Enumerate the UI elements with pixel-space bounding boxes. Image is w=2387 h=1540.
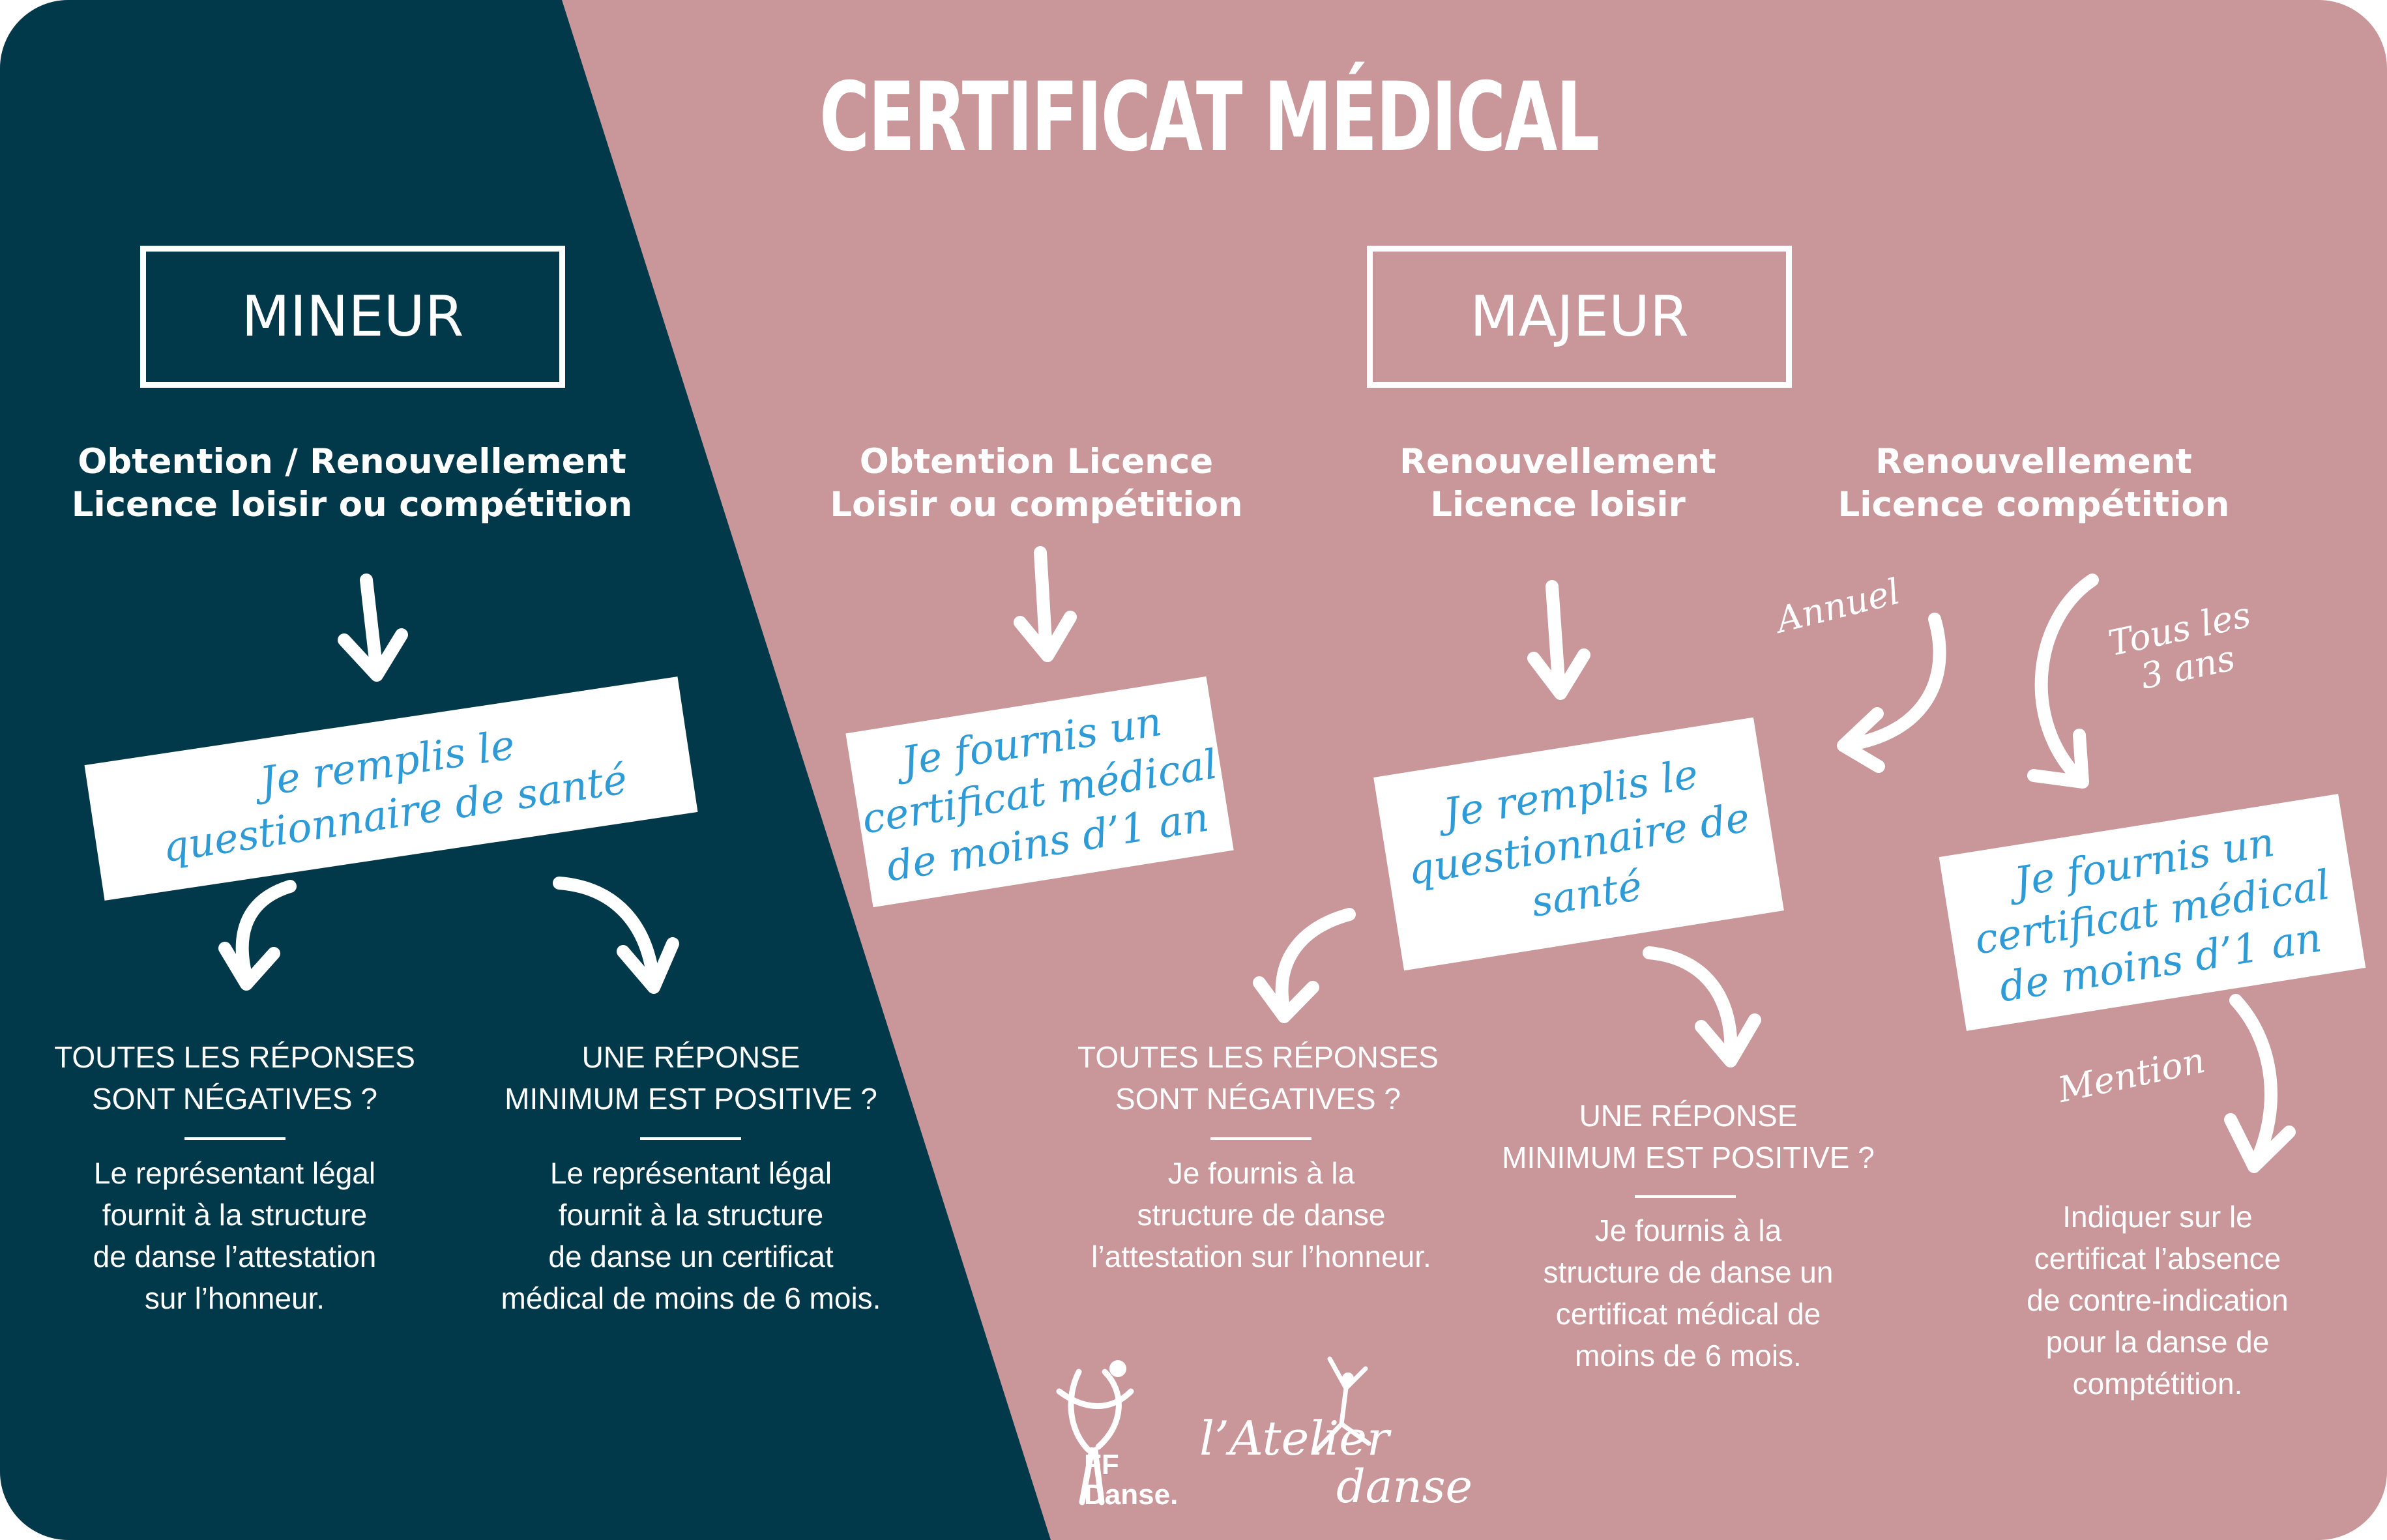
arrow-down-icon bbox=[1014, 546, 1077, 662]
mineur-a-negative-line2: fournit à la structure bbox=[102, 1198, 368, 1232]
majeur-header-label: MAJEUR bbox=[1470, 284, 1689, 349]
mention-text-line2: certificat l’absence bbox=[2034, 1242, 2281, 1275]
mineur-a-negative-line1: Le représentant légal bbox=[93, 1156, 376, 1190]
majeur-q-positive-line1: UNE RÉPONSE bbox=[1579, 1099, 1798, 1133]
ffdanse-logo-line2: Danse. bbox=[1084, 1479, 1179, 1511]
mineur-a-positive-line2: fournit à la structure bbox=[558, 1198, 824, 1232]
majeur-col3-heading-line1: Renouvellement bbox=[1875, 442, 2192, 482]
atelier-danse-logo: l’Atelier danse bbox=[1199, 1352, 1512, 1522]
curved-arrow-3ans-icon bbox=[2027, 574, 2099, 789]
mineur-a-positive-line3: de danse un certificat bbox=[548, 1240, 834, 1273]
mineur-q-positive: UNE RÉPONSE MINIMUM EST POSITIVE ? bbox=[463, 1036, 919, 1120]
mineur-q-negative: TOUTES LES RÉPONSES SONT NÉGATIVES ? bbox=[39, 1036, 430, 1120]
mineur-heading-line1: Obtention / Renouvellement bbox=[78, 442, 626, 482]
atelier-logo-suffix: danse bbox=[1336, 1460, 1472, 1513]
majeur-a-negative: Je fournis à la structure de danse l’att… bbox=[1043, 1152, 1480, 1277]
mineur-q-negative-line1: TOUTES LES RÉPONSES bbox=[54, 1040, 415, 1074]
mention-text-line5: comptétition. bbox=[2072, 1367, 2243, 1401]
mineur-a-negative-line4: sur l’honneur. bbox=[144, 1281, 325, 1315]
majeur-q-positive-line2: MINIMUM EST POSITIVE ? bbox=[1502, 1140, 1875, 1174]
page-title: CERTIFICAT MÉDICAL bbox=[819, 62, 1600, 173]
majeur-a-positive-line4: moins de 6 mois. bbox=[1575, 1339, 1802, 1373]
mention-text-line1: Indiquer sur le bbox=[2062, 1200, 2253, 1234]
mineur-q-positive-line1: UNE RÉPONSE bbox=[581, 1040, 800, 1074]
mention-text-line4: pour la danse de bbox=[2045, 1325, 2270, 1359]
majeur-col3-heading-line2: Licence compétition bbox=[1838, 485, 2230, 525]
mineur-a-positive-line4: médical de moins de 6 mois. bbox=[501, 1281, 881, 1315]
mineur-heading-line2: Licence loisir ou compétition bbox=[71, 485, 633, 525]
mineur-a-positive: Le représentant légal fournit à la struc… bbox=[463, 1152, 919, 1319]
majeur-col2-heading: Renouvellement Licence loisir bbox=[1297, 441, 1819, 527]
majeur-q-negative: TOUTES LES RÉPONSES SONT NÉGATIVES ? bbox=[1062, 1036, 1454, 1120]
majeur-q-negative-line2: SONT NÉGATIVES ? bbox=[1115, 1082, 1401, 1116]
mineur-a-positive-line1: Le représentant légal bbox=[549, 1156, 832, 1190]
majeur-a-positive-line2: structure de danse un bbox=[1543, 1255, 1834, 1289]
divider bbox=[184, 1137, 286, 1140]
majeur-col2-heading-line2: Licence loisir bbox=[1430, 485, 1686, 525]
majeur-col1-heading-line1: Obtention Licence bbox=[859, 442, 1214, 482]
divider bbox=[1210, 1137, 1311, 1140]
majeur-col3-heading: Renouvellement Licence compétition bbox=[1773, 441, 2294, 527]
mineur-q-negative-line2: SONT NÉGATIVES ? bbox=[92, 1082, 377, 1116]
majeur-col1-heading-line2: Loisir ou compétition bbox=[830, 485, 1243, 525]
dancer-figure-icon bbox=[1056, 1360, 1134, 1505]
majeur-a-positive: Je fournis à la structure de danse un ce… bbox=[1493, 1210, 1884, 1376]
ffdanse-logo-line1: FF bbox=[1084, 1449, 1119, 1481]
curved-arrow-left-icon bbox=[1253, 908, 1356, 1023]
arrow-down-icon bbox=[338, 574, 408, 682]
curved-arrow-annuel-icon bbox=[1837, 613, 1946, 773]
divider bbox=[1635, 1195, 1736, 1198]
mineur-a-negative: Le représentant légal fournit à la struc… bbox=[39, 1152, 430, 1319]
mineur-header-label: MINEUR bbox=[241, 284, 464, 349]
majeur-a-negative-line1: Je fournis à la bbox=[1167, 1156, 1355, 1190]
ffdanse-logo: FF Danse. bbox=[1014, 1352, 1203, 1515]
mineur-heading: Obtention / Renouvellement Licence loisi… bbox=[59, 441, 645, 527]
mention-text-line3: de contre-indication bbox=[2027, 1283, 2289, 1317]
mineur-q-positive-line2: MINIMUM EST POSITIVE ? bbox=[505, 1082, 877, 1116]
curved-arrow-left-icon bbox=[218, 880, 297, 991]
majeur-a-negative-line3: l’attestation sur l’honneur. bbox=[1091, 1240, 1431, 1273]
mention-text: Indiquer sur le certificat l’absence de … bbox=[1975, 1196, 2340, 1404]
curved-arrow-right-icon bbox=[553, 877, 679, 994]
majeur-q-negative-line1: TOUTES LES RÉPONSES bbox=[1077, 1040, 1439, 1074]
curved-arrow-right-icon bbox=[1643, 946, 1761, 1068]
majeur-q-positive: UNE RÉPONSE MINIMUM EST POSITIVE ? bbox=[1476, 1095, 1900, 1178]
majeur-a-negative-line2: structure de danse bbox=[1137, 1198, 1386, 1232]
atelier-logo-prefix: l’Atelier bbox=[1199, 1411, 1390, 1466]
majeur-col2-heading-line1: Renouvellement bbox=[1399, 442, 1716, 482]
mineur-a-negative-line3: de danse l’attestation bbox=[93, 1240, 377, 1273]
divider bbox=[640, 1137, 741, 1140]
mineur-header: MINEUR bbox=[140, 246, 565, 388]
majeur-a-positive-line1: Je fournis à la bbox=[1594, 1213, 1782, 1247]
majeur-col1-heading: Obtention Licence Loisir ou compétition bbox=[743, 441, 1330, 527]
ballerina-icon bbox=[1314, 1356, 1371, 1453]
majeur-a-positive-line3: certificat médical de bbox=[1555, 1297, 1821, 1331]
majeur-header: MAJEUR bbox=[1367, 246, 1792, 388]
arrow-down-icon bbox=[1527, 580, 1590, 700]
curved-arrow-mention-icon bbox=[2224, 994, 2296, 1173]
